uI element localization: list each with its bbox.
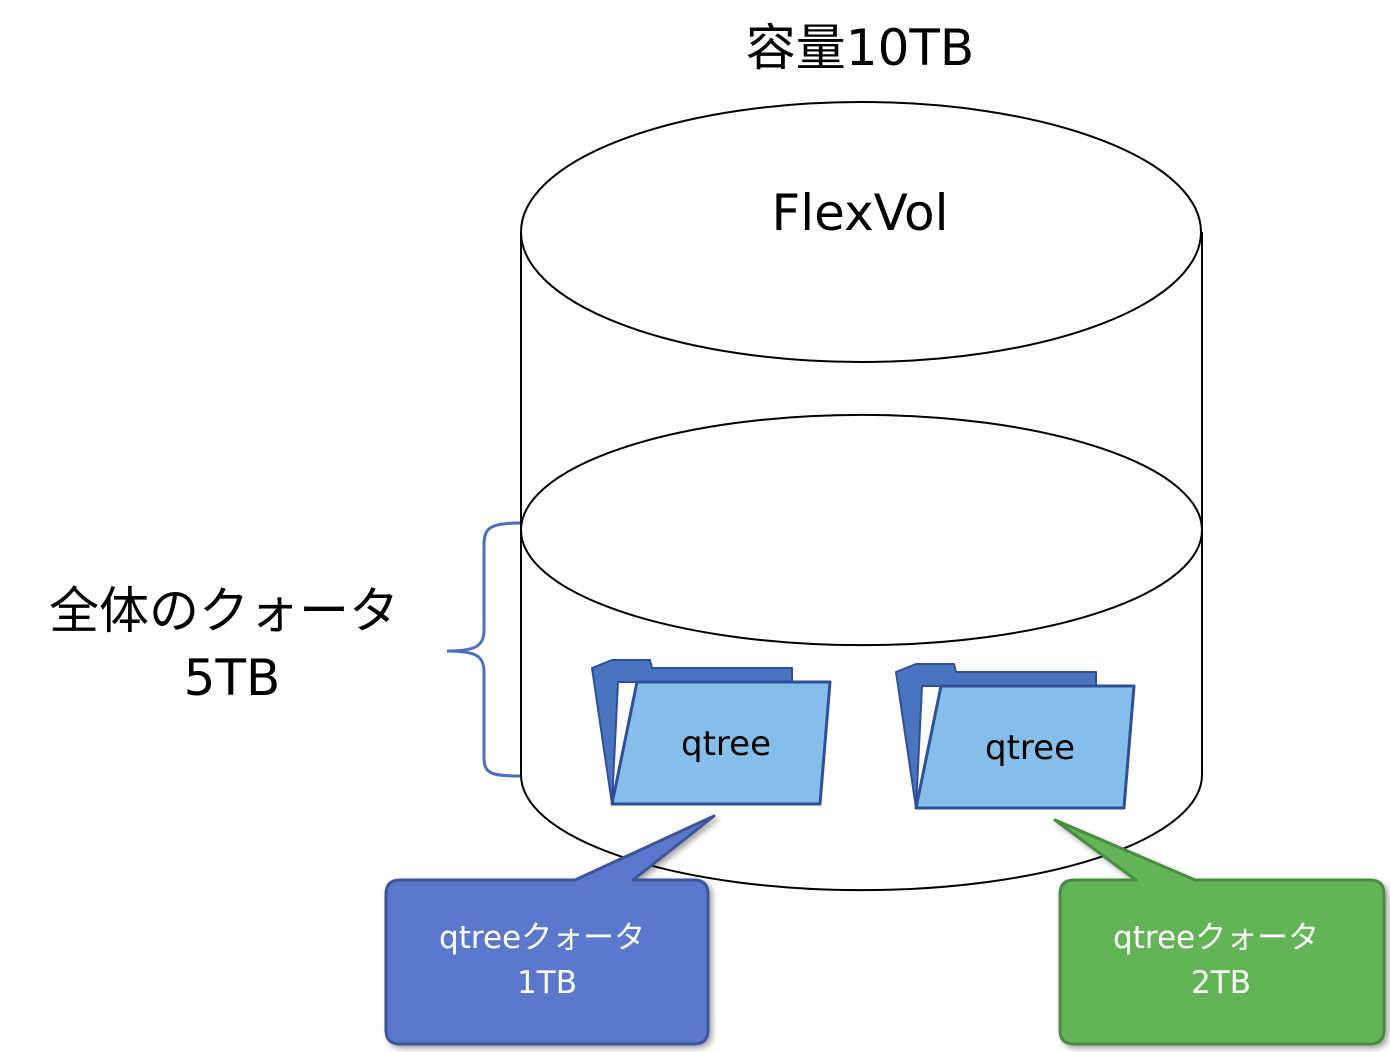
folder-label: qtree [681, 724, 771, 764]
callout-line2: 1TB [517, 965, 577, 1001]
qtree-quota-callout-2tb [1053, 818, 1386, 1046]
callout-box [384, 814, 716, 1046]
cylinder-top [520, 101, 1202, 363]
folder-icon [591, 659, 832, 806]
callout-line1: qtreeクォータ [1113, 920, 1319, 956]
total-quota-line2: 5TB [184, 649, 281, 707]
volume-label: FlexVol [772, 184, 949, 242]
folder-back [895, 663, 1097, 809]
callout-line2: 2TB [1191, 965, 1251, 1001]
callout-line1: qtreeクォータ [439, 920, 645, 956]
capacity-label: 容量10TB [746, 19, 974, 77]
folder-front [914, 684, 1136, 810]
folder-label: qtree [985, 728, 1075, 768]
callout-box [1053, 818, 1386, 1046]
total-quota-line1: 全体のクォータ [49, 582, 399, 640]
total-quota-label: 全体のクォータ 5TB [49, 582, 415, 707]
quota-level-back [520, 413, 1203, 531]
callout-text: qtreeクォータ 1TB [439, 920, 655, 1001]
folder-back [591, 659, 793, 805]
quota-brace [446, 521, 521, 778]
folder-icon [895, 663, 1136, 810]
folder-front [610, 680, 832, 806]
qtree-quota-callout-1tb [384, 814, 716, 1046]
callout-text: qtreeクォータ 2TB [1113, 920, 1329, 1001]
quota-level-front [520, 529, 1203, 647]
